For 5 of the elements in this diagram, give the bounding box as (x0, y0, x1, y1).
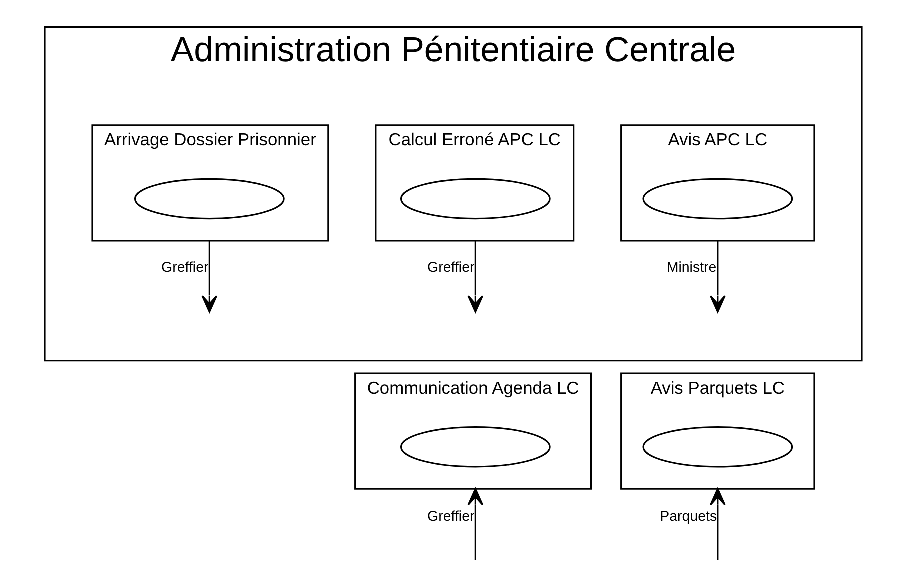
edge-label: Greffier (160, 260, 208, 276)
edge-label: Greffier (426, 508, 474, 525)
edge-label: Greffier (426, 260, 474, 276)
edge-label: Parquets (660, 508, 717, 525)
edge-label: Ministre (666, 260, 716, 276)
